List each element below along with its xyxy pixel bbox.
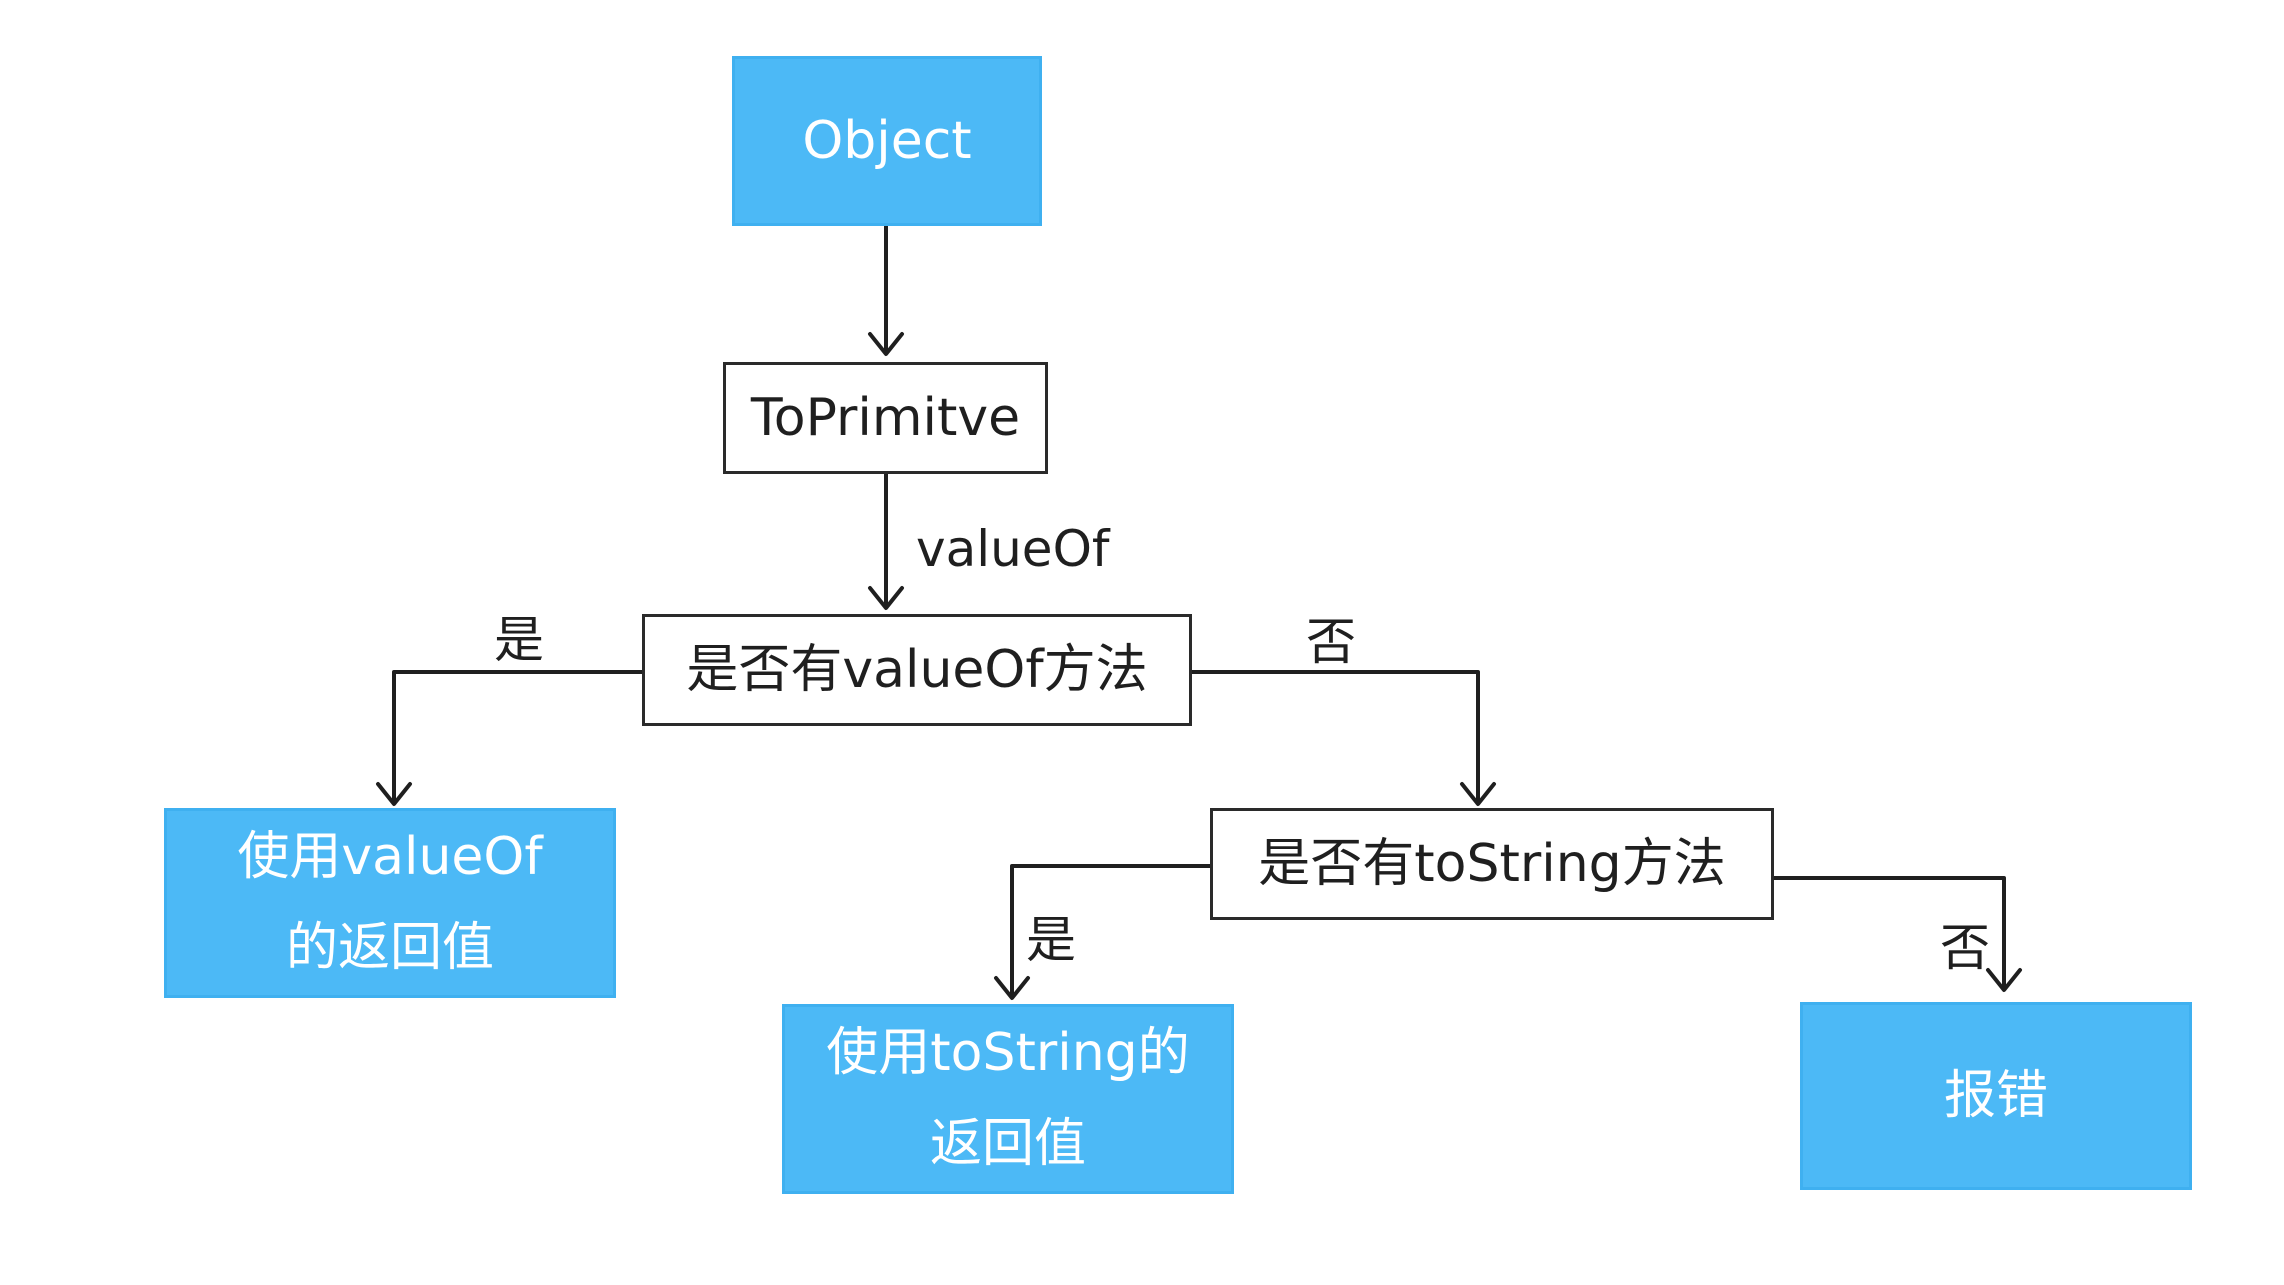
node-toprimitive: ToPrimitve <box>723 362 1048 474</box>
edge-has-valueof-yes <box>392 670 644 802</box>
node-use-valueof-line1: 使用valueOf <box>237 827 543 887</box>
node-object: Object <box>732 56 1042 226</box>
edge-label-valueof: valueOf <box>916 520 1110 578</box>
node-has-tostring-label: 是否有toString方法 <box>1258 833 1726 894</box>
node-use-valueof: 使用valueOf 的返回值 <box>164 808 616 998</box>
edge-has-tostring-no <box>1772 876 2006 988</box>
edge-has-valueof-no <box>1190 670 1480 802</box>
node-error-label: 报错 <box>1943 1065 2048 1126</box>
node-use-tostring-line1: 使用toString的 <box>826 1023 1190 1083</box>
edge-label-no-error: 否 <box>1940 919 1990 977</box>
edge-label-no-right: 否 <box>1306 613 1356 671</box>
node-has-valueof-label: 是否有valueOf方法 <box>686 639 1148 700</box>
node-object-label: Object <box>802 110 972 171</box>
arrowhead-has-tostring-no <box>1986 968 2022 992</box>
node-toprimitive-label: ToPrimitve <box>750 387 1021 448</box>
arrowhead-toprimitive-to-has-valueof <box>868 586 904 610</box>
arrowhead-has-valueof-yes <box>376 782 412 806</box>
arrowhead-has-tostring-yes <box>994 976 1030 1000</box>
arrowhead-object-to-toprimitive <box>868 332 904 356</box>
arrowhead-has-valueof-no <box>1460 782 1496 806</box>
node-use-tostring-line2: 返回值 <box>929 1114 1086 1174</box>
edge-has-tostring-yes <box>1010 864 1212 996</box>
node-use-valueof-line2: 的返回值 <box>285 918 494 978</box>
edge-label-yes-left: 是 <box>494 611 544 669</box>
node-has-valueof: 是否有valueOf方法 <box>642 614 1192 726</box>
edge-label-yes-tostring: 是 <box>1026 911 1076 969</box>
node-error: 报错 <box>1800 1002 2192 1190</box>
node-has-tostring: 是否有toString方法 <box>1210 808 1774 920</box>
node-use-tostring: 使用toString的 返回值 <box>782 1004 1234 1194</box>
